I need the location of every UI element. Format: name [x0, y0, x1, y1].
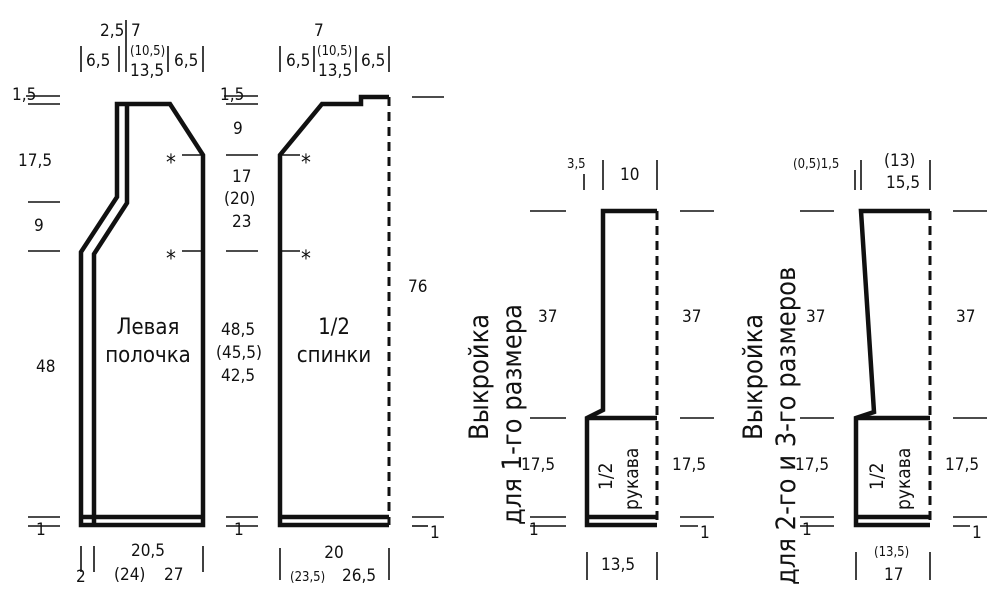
dim-back-top-65a: 6,5 — [286, 51, 310, 71]
label-back-1: 1/2 — [318, 315, 350, 340]
dim-center-bottom: 1 — [234, 520, 244, 540]
dim-sleeve1-top-35: 3,5 — [567, 157, 586, 172]
sleeve23-label-1: 1/2 — [866, 462, 888, 490]
dim-sleeve1-left-175: 17,5 — [521, 455, 555, 475]
sleeve1-title-2: для 1-го размера — [497, 304, 528, 525]
star-marker-front-1: * — [166, 151, 176, 176]
dim-front-upper: 17,5 — [18, 151, 52, 171]
label-back-2: спинки — [297, 343, 371, 368]
dim-sleeve1-left-37: 37 — [538, 307, 557, 327]
dim-center-b1: 48,5 — [221, 320, 255, 340]
dim-back-right-bottom: 1 — [430, 523, 440, 543]
left-front-piece: 2,5 7 6,5 (10,5) 13,5 6,5 1,5 17,5 9 48 … — [12, 20, 206, 587]
dim-sleeve23-right-37: 37 — [956, 307, 975, 327]
dim-front-mid: 9 — [34, 216, 44, 236]
dim-front-bottom: 1 — [36, 520, 46, 540]
dim-center-b2: (45,5) — [216, 343, 262, 363]
dim-front-top-65b: 6,5 — [174, 51, 198, 71]
dim-back-top-65b: 6,5 — [361, 51, 385, 71]
dim-front-bottom-24: (24) — [114, 565, 145, 585]
dim-sleeve1-right-175: 17,5 — [672, 455, 706, 475]
label-left-front-1: Левая — [117, 315, 180, 340]
dim-front-hem: 1,5 — [12, 85, 36, 105]
dim-back-top-135: 13,5 — [318, 61, 352, 81]
dim-sleeve23-top-13: (13) — [884, 151, 915, 171]
label-left-front-2: полочка — [105, 343, 191, 368]
dim-sleeve1-right-bottom: 1 — [700, 523, 710, 543]
dim-sleeve23-left-37: 37 — [806, 307, 825, 327]
dim-center-b3: 42,5 — [221, 366, 255, 386]
dim-front-top-65a: 6,5 — [86, 51, 110, 71]
sleeve23-title-1: Выкройка — [738, 314, 769, 440]
dim-sleeve23-right-175: 17,5 — [945, 455, 979, 475]
dim-back-top-7: 7 — [314, 21, 324, 41]
sleeve-size1-piece: Выкройка для 1-го размера 3,5 10 37 17,5… — [464, 157, 714, 580]
dim-front-lower: 48 — [36, 357, 55, 377]
star-marker-front-2: * — [166, 247, 176, 272]
dim-back-bottom-20: 20 — [324, 543, 343, 563]
sleeve1-label-2: рукава — [621, 448, 643, 510]
dim-center-a2: (20) — [224, 189, 255, 209]
dim-sleeve23-left-175: 17,5 — [795, 455, 829, 475]
dim-front-bottom-205: 20,5 — [131, 541, 165, 561]
dim-sleeve1-top-10: 10 — [620, 165, 639, 185]
sleeve23-label-2: рукава — [893, 448, 915, 510]
dim-back-bottom-235: (23,5) — [290, 570, 325, 585]
dim-sleeve23-bottom-17: 17 — [884, 565, 903, 585]
dim-sleeve23-top-left: (0,5)1,5 — [793, 157, 839, 172]
sleeve23-title-2: для 2-го и 3-го размеров — [771, 267, 802, 585]
dim-sleeve23-bottom-135: (13,5) — [874, 545, 909, 560]
dim-front-bottom-2: 2 — [76, 567, 86, 587]
dim-back-right-76: 76 — [408, 277, 427, 297]
dim-sleeve1-right-37: 37 — [682, 307, 701, 327]
dim-back-top-105: (10,5) — [317, 44, 352, 59]
back-piece: 7 6,5 (10,5) 13,5 6,5 * * 1/2 спинки 76 … — [277, 21, 444, 586]
sleeve1-title-1: Выкройка — [464, 314, 495, 440]
star-marker-back-1: * — [301, 151, 311, 176]
dim-front-top-105: (10,5) — [130, 44, 165, 59]
dim-front-top-7: 7 — [131, 21, 141, 41]
dim-sleeve1-left-bottom: 1 — [529, 520, 539, 540]
dim-back-bottom-265: 26,5 — [342, 566, 376, 586]
center-dimensions: 1,5 9 17 (20) 23 48,5 (45,5) 42,5 1 — [216, 85, 262, 540]
dim-sleeve1-bottom: 13,5 — [601, 555, 635, 575]
dim-center-a3: 23 — [232, 212, 251, 232]
dim-center-hem: 1,5 — [220, 85, 244, 105]
dim-front-top-neck: 2,5 — [100, 21, 124, 41]
dim-sleeve23-top-155: 15,5 — [886, 173, 920, 193]
sleeve1-label-1: 1/2 — [595, 462, 617, 490]
dim-front-top-135: 13,5 — [130, 61, 164, 81]
dim-sleeve23-right-bottom: 1 — [972, 523, 982, 543]
dim-sleeve23-left-bottom: 1 — [802, 520, 812, 540]
dim-front-bottom-27: 27 — [164, 565, 183, 585]
dim-center-a1: 17 — [232, 167, 251, 187]
dim-center-shoulder: 9 — [233, 119, 243, 139]
star-marker-back-2: * — [301, 247, 311, 272]
sleeve-size23-piece: Выкройка для 2-го и 3-го размеров (0,5)1… — [738, 151, 987, 585]
